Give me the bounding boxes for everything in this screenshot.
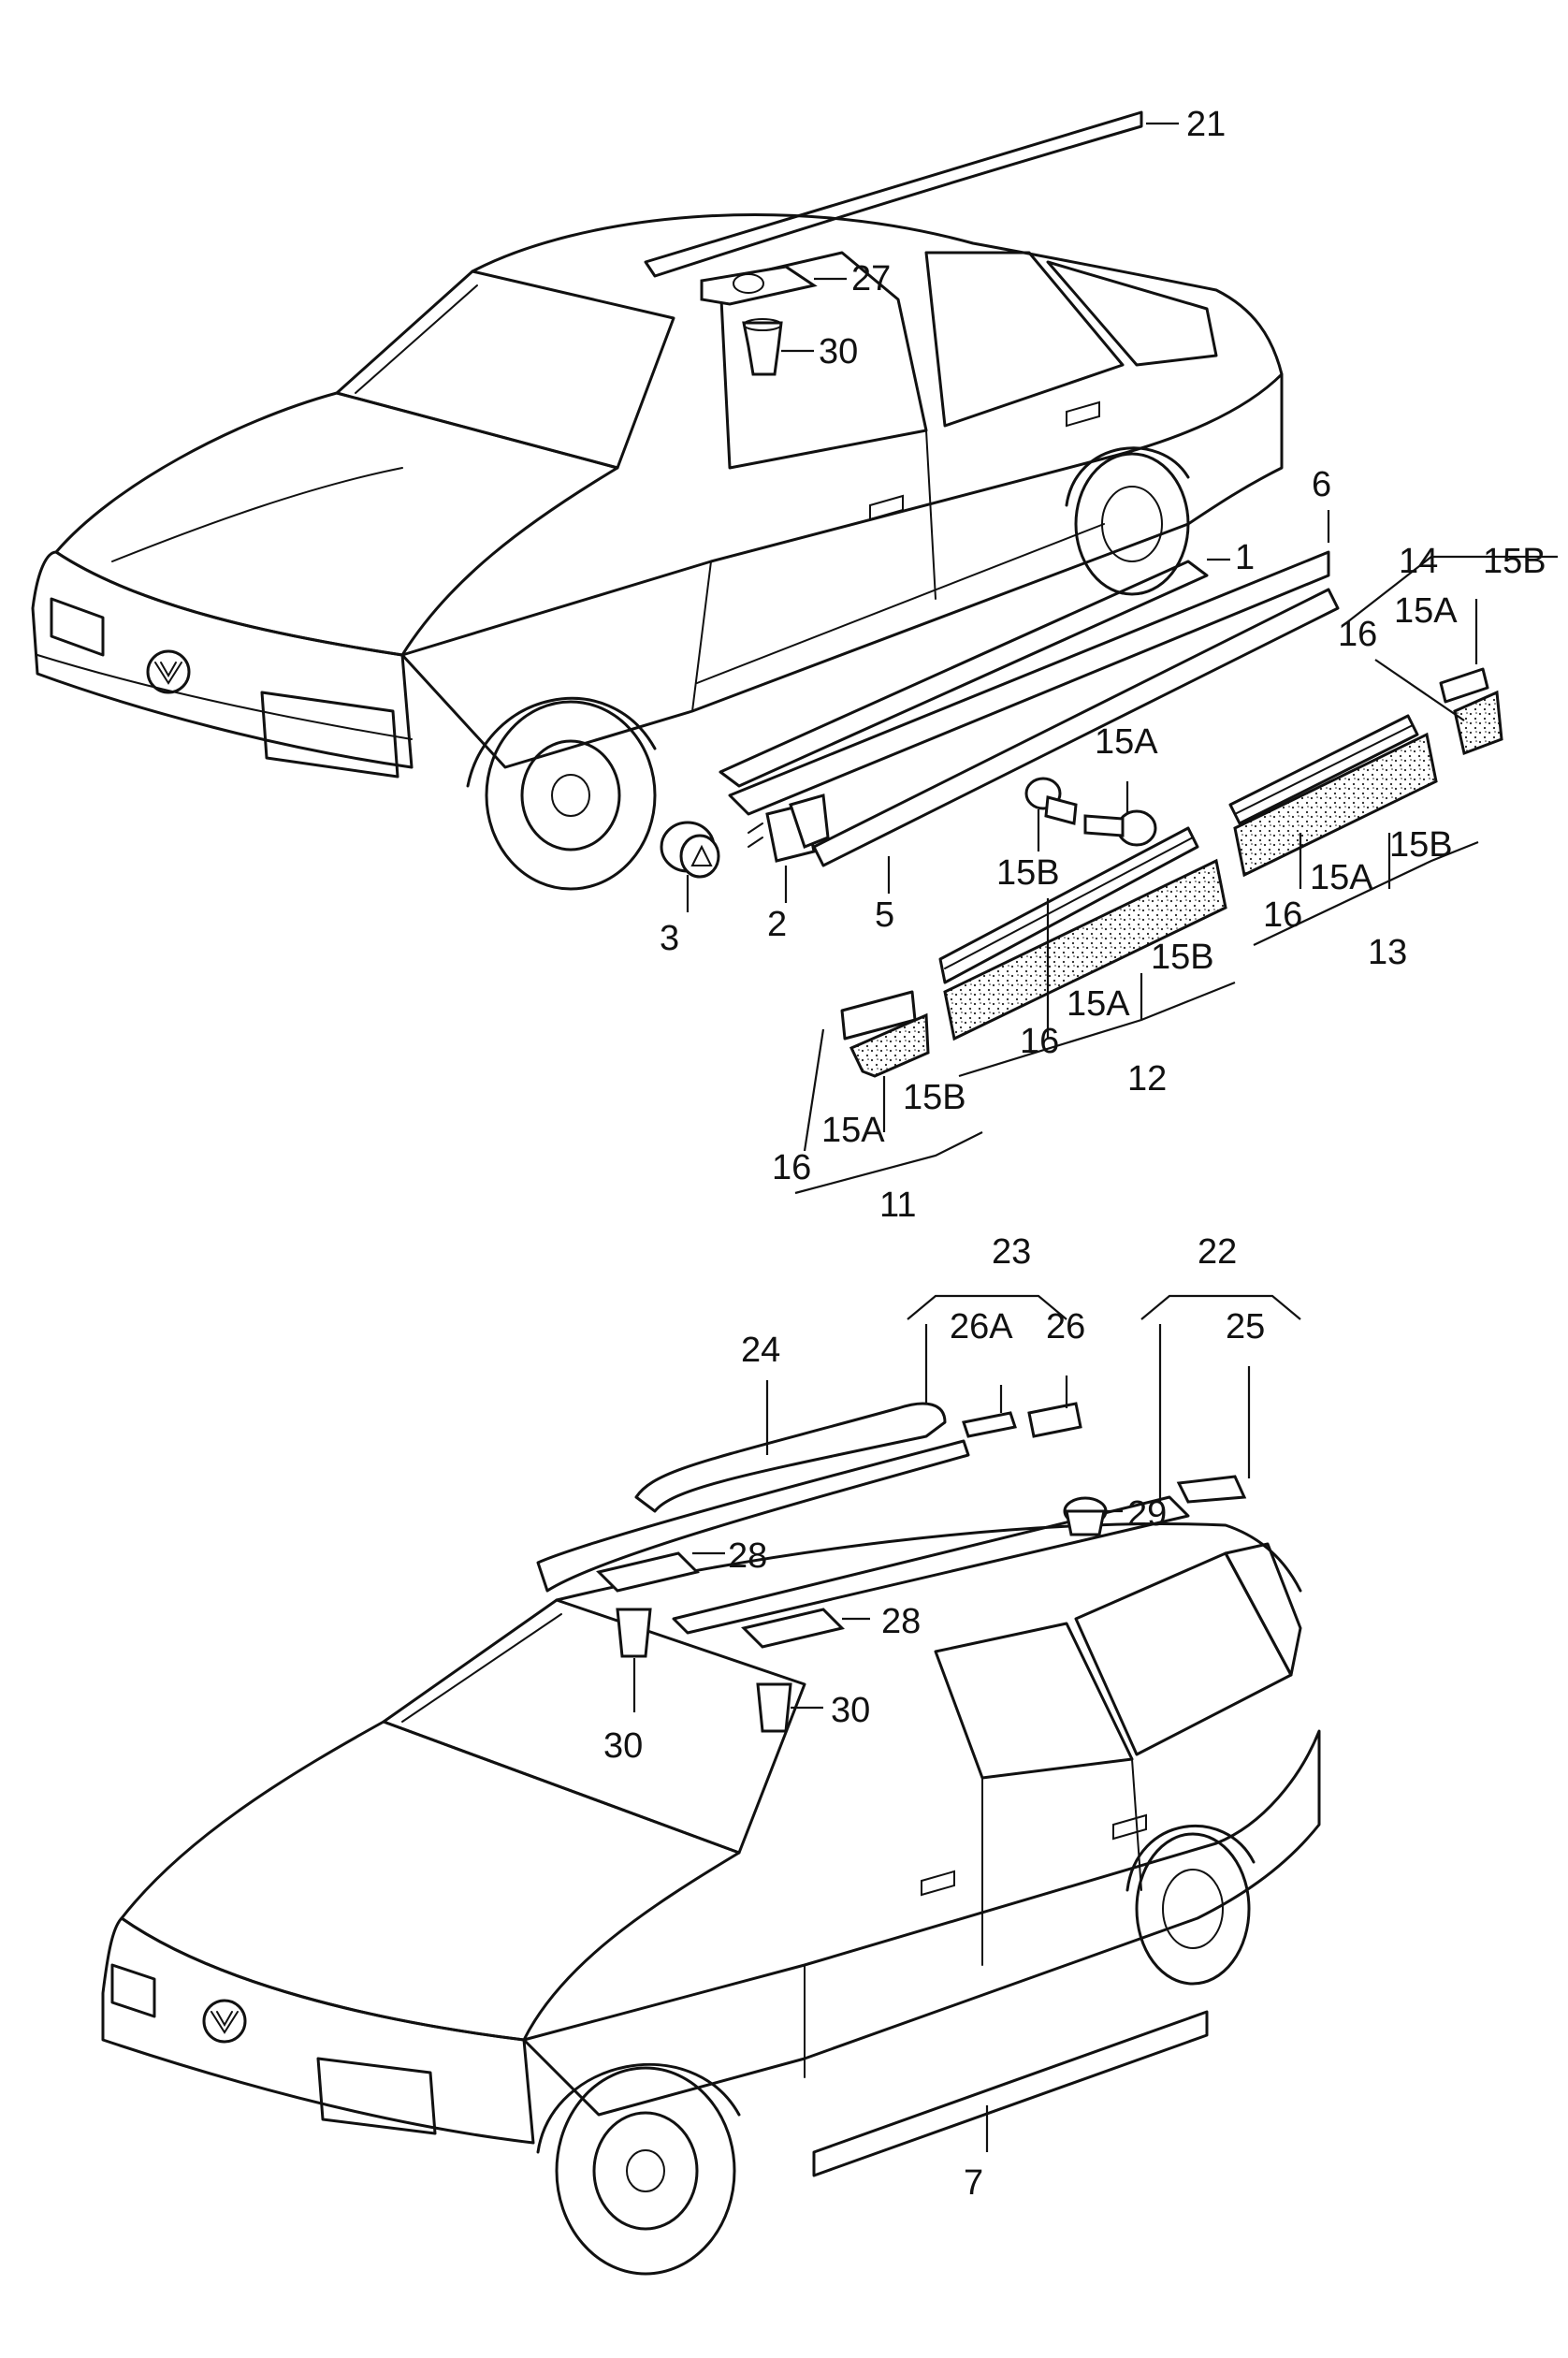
label-14: 14 [1399,542,1438,581]
clip-2 [748,793,830,863]
label-15b-11: 15B [903,1078,966,1117]
label-16-12: 16 [1020,1022,1059,1061]
label-26: 26 [1046,1307,1085,1346]
end-cap-26a [962,1411,1017,1438]
label-15b-12: 15B [1151,938,1214,977]
label-11: 11 [879,1186,916,1225]
label-6: 6 [1312,465,1331,504]
plug-29 [1063,1496,1108,1536]
label-12: 12 [1127,1059,1167,1099]
label-15a-11: 15A [821,1111,885,1150]
label-7: 7 [964,2163,983,2203]
clip-28-right [741,1608,845,1649]
molding-set-13 [1228,714,1438,878]
label-30-right: 30 [831,1691,870,1730]
label-28-left: 28 [728,1536,767,1576]
sill-molding-5 [812,588,1340,867]
label-28-right: 28 [881,1602,921,1641]
plug-3 [660,821,720,879]
label-15a-clip: 15A [1095,722,1158,762]
sill-molding-1 [719,560,1209,788]
label-16-11: 16 [772,1148,811,1187]
sedan-drawing [31,213,1284,891]
label-16-14: 16 [1338,615,1377,654]
label-15b-clip: 15B [996,853,1060,893]
molding-set-12 [938,826,1227,1041]
sill-molding-6 [728,550,1330,816]
label-5: 5 [875,895,894,935]
label-30-left: 30 [603,1726,643,1766]
label-24: 24 [741,1331,780,1370]
end-cap-25 [1176,1475,1247,1504]
label-15a-12: 15A [1067,984,1130,1024]
label-25: 25 [1226,1307,1265,1346]
roof-rail-22 [672,1495,1190,1635]
label-21: 21 [1186,105,1226,144]
label-30-top: 30 [819,332,858,371]
molding-set-11 [840,990,930,1078]
label-2: 2 [767,905,787,944]
clip-28-left [596,1551,700,1593]
wagon-drawing [101,1521,1321,2276]
clip-27 [700,265,818,306]
end-cap-26 [1027,1402,1082,1438]
label-26a: 26A [950,1307,1013,1346]
label-15b-14: 15B [1483,542,1546,581]
label-15a-14: 15A [1394,591,1458,631]
leader-lines [632,122,1558,2152]
roof-rail-23 [536,1439,970,1593]
roof-rail-24 [634,1402,947,1513]
label-3: 3 [660,919,679,958]
label-1: 1 [1235,538,1255,577]
roof-molding-21 [644,110,1143,278]
label-15b-13: 15B [1389,825,1453,865]
stud-30-left [616,1608,652,1658]
clips-15a-15b [1024,777,1157,847]
label-23: 23 [992,1232,1031,1272]
label-13: 13 [1368,933,1407,972]
label-22: 22 [1198,1232,1237,1272]
label-15a-13: 15A [1310,858,1373,897]
label-29: 29 [1127,1494,1167,1534]
molding-set-14 [1439,667,1503,756]
label-27: 27 [851,259,891,298]
sill-molding-7 [812,2010,1209,2177]
label-16-13: 16 [1263,895,1302,935]
callout-labels: 21 27 30 6 1 14 15B 15A 16 15A 15B 3 2 5… [603,105,1546,2203]
stud-30-right [756,1682,792,1733]
